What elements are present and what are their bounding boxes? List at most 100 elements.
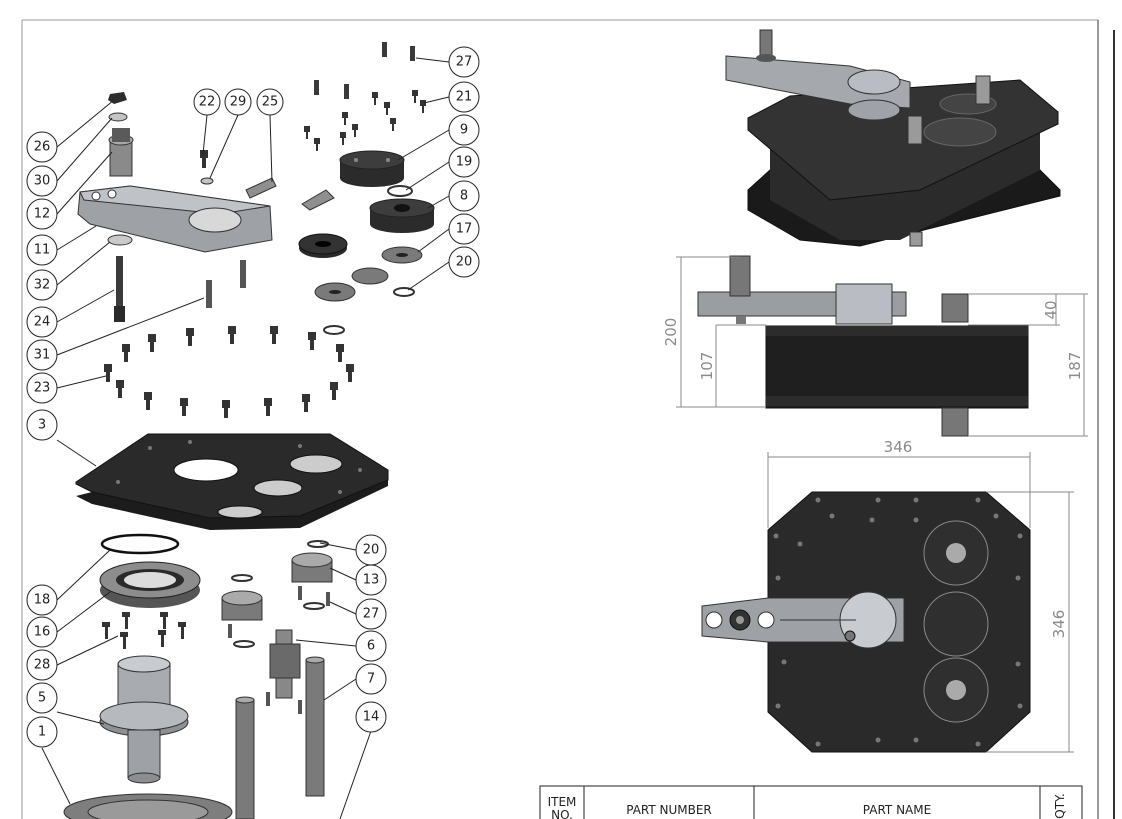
callout-30: 30 (26, 165, 58, 197)
callout-22: 22 (193, 88, 221, 116)
callout-8: 8 (448, 180, 480, 212)
callout-14: 14 (355, 701, 387, 733)
bom-header-item-no-1: ITEM (548, 795, 577, 809)
part-20-ring (323, 287, 415, 335)
top-view-holes (773, 497, 1023, 747)
part-12-bushing (108, 128, 134, 177)
callout-label: 30 (34, 174, 51, 189)
callout-11: 11 (26, 234, 58, 266)
top-view (701, 491, 1031, 753)
callout-label: 29 (230, 95, 247, 110)
callout-29: 29 (224, 88, 252, 116)
callout-1: 1 (26, 716, 58, 748)
callout-label: 9 (460, 123, 468, 138)
callout-7: 7 (355, 663, 387, 695)
callout-label: 31 (34, 348, 51, 363)
callout-5: 5 (26, 682, 58, 714)
part-17-bearings (298, 233, 423, 302)
callout-label: 20 (456, 255, 473, 270)
pin-group-top (314, 42, 415, 99)
callout-label: 22 (199, 95, 216, 110)
isometric-view (725, 29, 1061, 247)
callout-24: 24 (26, 306, 58, 338)
part-29-washer (200, 177, 214, 185)
part-9-disc (339, 150, 405, 187)
callout-label: 17 (456, 222, 473, 237)
callout-27-top: 27 (448, 46, 480, 78)
dim-side-height: 346 (1050, 610, 1068, 639)
callout-label: 28 (34, 658, 51, 673)
front-view (697, 255, 1029, 437)
part-22-screw (200, 150, 208, 168)
callout-20-mid: 20 (355, 534, 387, 566)
callout-label: 11 (34, 243, 51, 258)
callout-3: 3 (26, 409, 58, 441)
callout-label: 13 (363, 573, 380, 588)
part-30-washer (108, 112, 128, 122)
screw-group-21 (304, 90, 426, 151)
callout-19: 19 (448, 146, 480, 178)
part-gear-left (221, 590, 263, 621)
callout-20-top: 20 (448, 246, 480, 278)
callout-32: 32 (26, 269, 58, 301)
callout-26: 26 (26, 131, 58, 163)
part-7-shaft (305, 656, 325, 797)
callout-12: 12 (26, 198, 58, 230)
callout-9: 9 (448, 114, 480, 146)
bom-header-part-name: PART NAME (863, 803, 931, 817)
callout-label: 27 (456, 55, 473, 70)
part-25-bolt (245, 177, 335, 211)
part-16-bearing (99, 561, 201, 608)
bom-header-item-no-2: NO. (551, 808, 573, 819)
part-6-pinion (269, 629, 301, 699)
sheet-border (21, 19, 1115, 819)
callout-label: 6 (367, 639, 375, 654)
callout-label: 3 (38, 418, 46, 433)
callout-13: 13 (355, 564, 387, 596)
callout-27-mid: 27 (355, 598, 387, 630)
part-18-ring (100, 533, 180, 555)
callout-label: 1 (38, 725, 46, 740)
dim-shaft-height: 187 (1066, 352, 1084, 381)
callout-label: 8 (460, 189, 468, 204)
dim-top-width: 346 (884, 438, 913, 456)
callout-23: 23 (26, 372, 58, 404)
part-32-washer (107, 234, 133, 246)
part-13-gear (291, 552, 333, 583)
callout-label: 14 (363, 710, 380, 725)
callout-21: 21 (448, 81, 480, 113)
leader-lines (41, 57, 450, 819)
callout-label: 21 (456, 90, 473, 105)
part-19-ring (387, 185, 413, 197)
top-view-dimensions (767, 452, 1074, 753)
callout-label: 16 (34, 625, 51, 640)
callout-6: 6 (355, 630, 387, 662)
callout-label: 19 (456, 155, 473, 170)
part-8-disc (369, 198, 435, 233)
callout-25: 25 (256, 88, 284, 116)
dim-arm-offset: 40 (1042, 300, 1060, 319)
callout-label: 25 (262, 95, 279, 110)
part-31-pins (206, 260, 246, 308)
callout-label: 26 (34, 140, 51, 155)
callout-label: 5 (38, 691, 46, 706)
part-28-screws (102, 612, 186, 649)
dim-overall-height: 200 (662, 318, 680, 347)
part-11-arm (77, 185, 273, 253)
callout-31: 31 (26, 339, 58, 371)
bom-header-qty: QTY. (1053, 793, 1067, 819)
callout-label: 24 (34, 315, 51, 330)
callout-balloons: 27 21 22 29 25 26 9 30 19 12 8 11 17 32 … (26, 46, 480, 748)
part-24-bolt (114, 256, 125, 322)
callout-18: 18 (26, 584, 58, 616)
callout-label: 7 (367, 672, 375, 687)
part-14-shaft (235, 696, 255, 819)
callout-label: 12 (34, 207, 51, 222)
callout-label: 32 (34, 278, 51, 293)
part-23-screw-ring (104, 326, 354, 418)
part-5-hub (99, 655, 189, 784)
callout-28: 28 (26, 649, 58, 681)
callout-17: 17 (448, 213, 480, 245)
callout-label: 18 (34, 593, 51, 608)
